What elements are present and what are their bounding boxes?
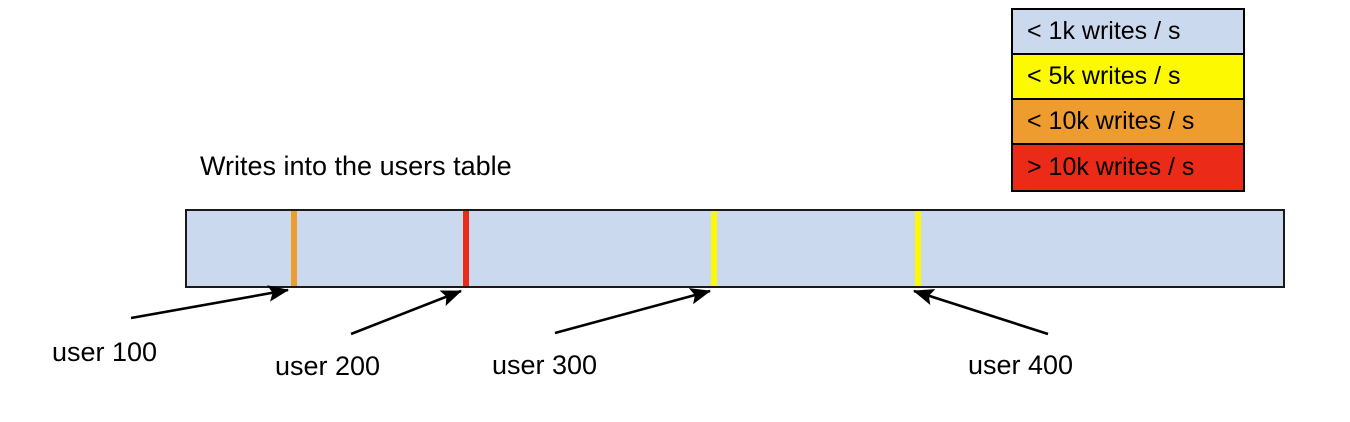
label-user-100: user 100 [52, 337, 158, 367]
legend-label-under-1k: < 1k writes / s [1027, 17, 1181, 45]
hotspot-marker-user-100 [291, 211, 297, 286]
label-user-200: user 200 [275, 351, 381, 381]
legend-row-over-10k: > 10k writes / s [1013, 145, 1243, 190]
chart-title: Writes into the users table [200, 151, 512, 181]
legend-row-under-1k: < 1k writes / s [1013, 10, 1243, 55]
legend-label-under-5k: < 5k writes / s [1027, 62, 1181, 90]
hotspot-marker-user-200 [463, 211, 469, 286]
users-table-range-bar [185, 209, 1285, 288]
hotspot-marker-user-400 [915, 211, 921, 286]
legend-row-under-5k: < 5k writes / s [1013, 55, 1243, 100]
arrow-user-300 [554, 288, 712, 335]
hotspot-marker-user-300 [711, 211, 717, 286]
arrow-user-200 [350, 289, 462, 336]
legend-label-over-10k: > 10k writes / s [1027, 153, 1195, 181]
label-user-300: user 300 [492, 350, 598, 380]
legend-label-under-10k: < 10k writes / s [1027, 107, 1195, 135]
arrow-user-400 [913, 289, 1049, 336]
arrow-user-100 [130, 285, 290, 320]
writes-per-second-legend: < 1k writes / s < 5k writes / s < 10k wr… [1011, 8, 1245, 192]
label-user-400: user 400 [968, 350, 1074, 380]
legend-row-under-10k: < 10k writes / s [1013, 100, 1243, 145]
